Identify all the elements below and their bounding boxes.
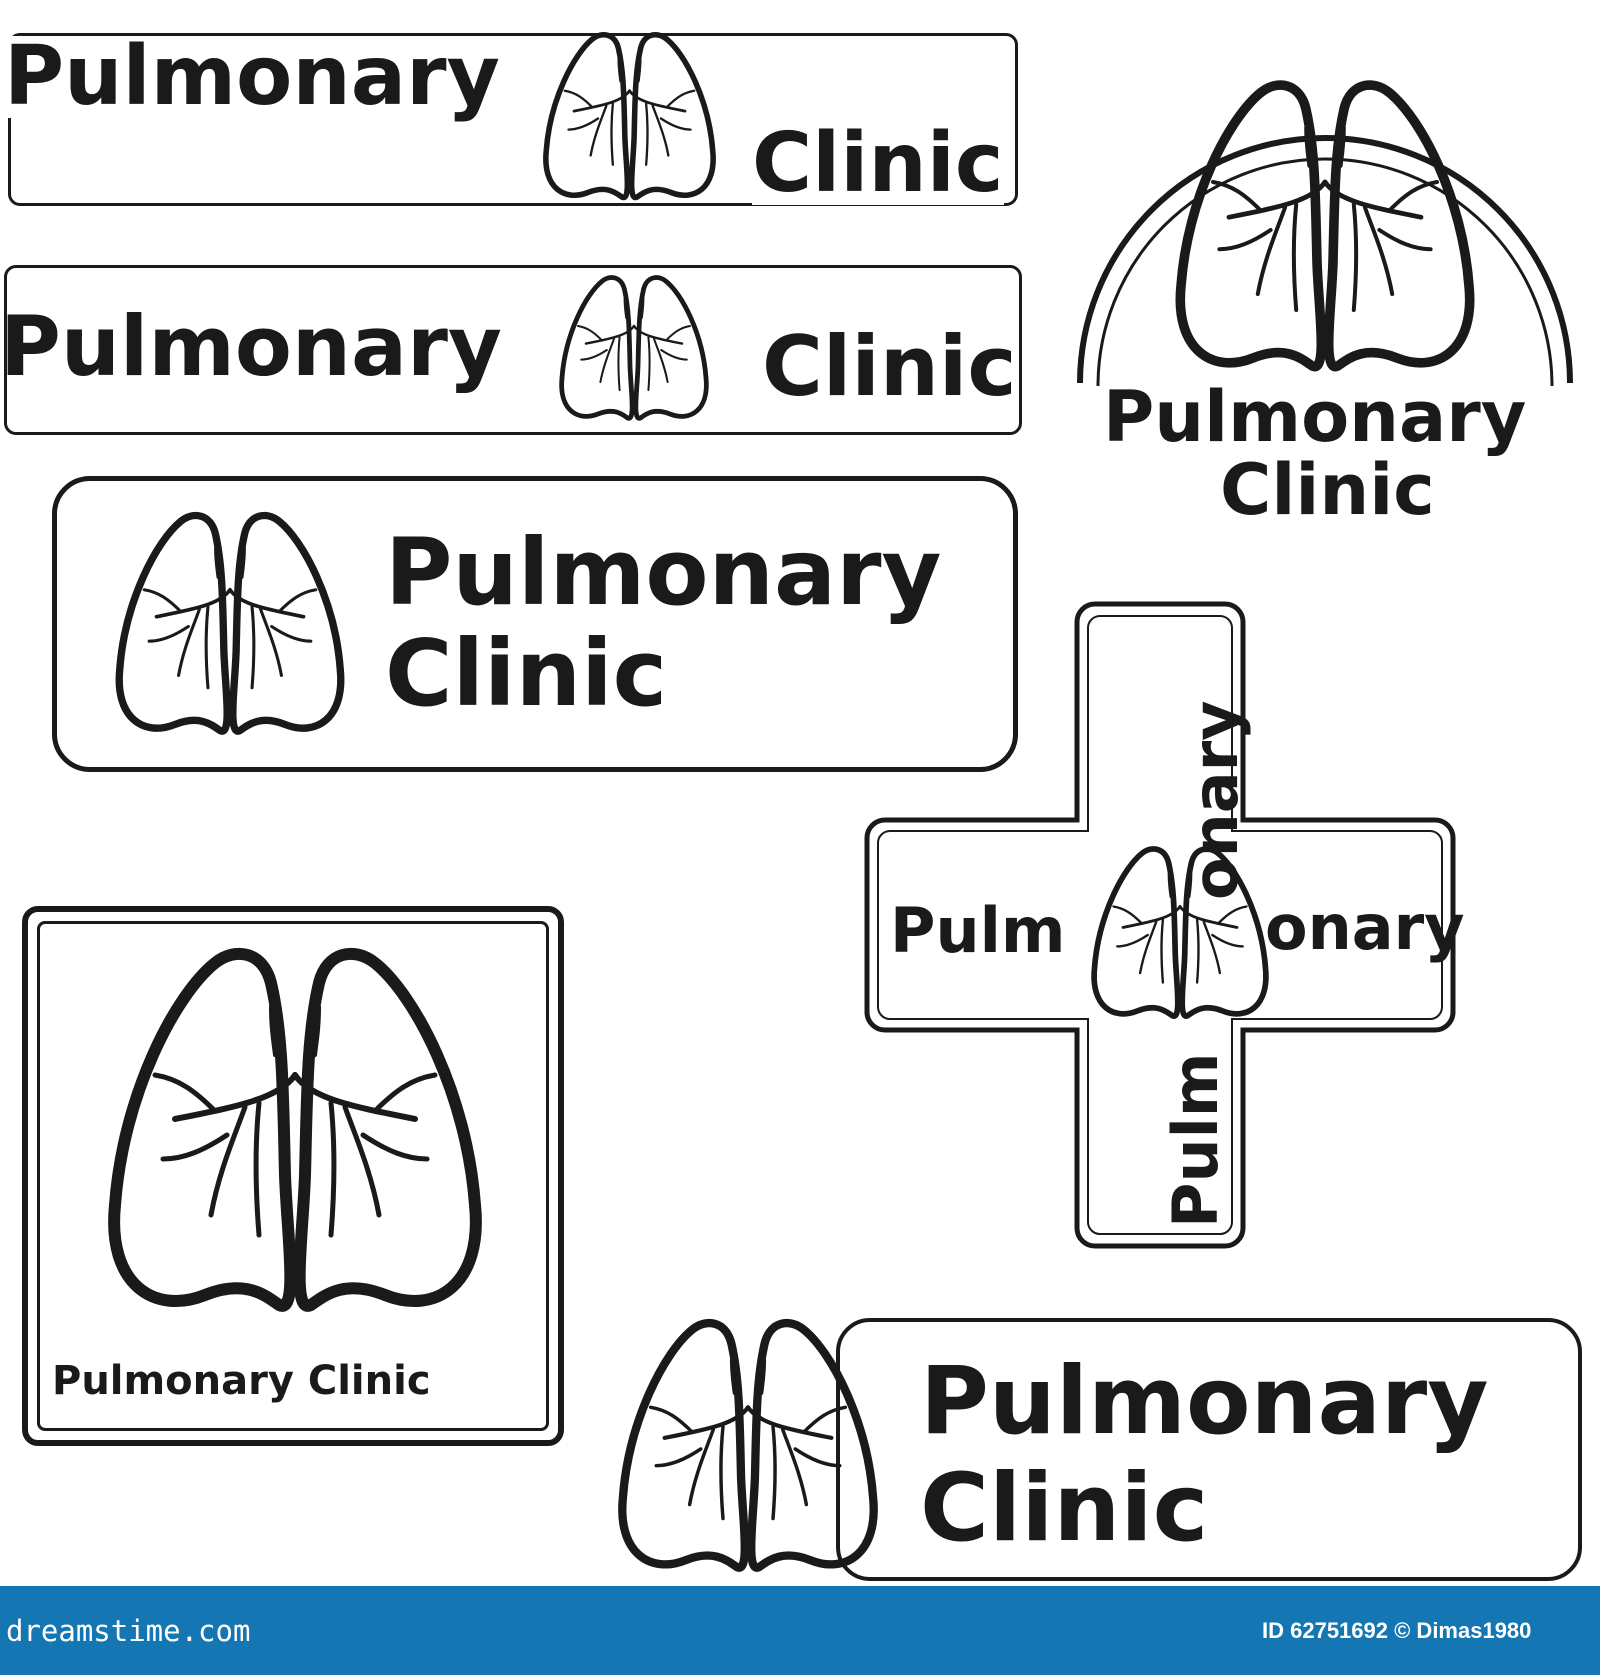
lungs-icon [548, 270, 720, 430]
lungs-icon [70, 935, 520, 1335]
lungs-icon [522, 26, 737, 211]
logo7-word-clinic: Clinic [920, 1454, 1209, 1563]
logo6-bottom-text: Pulm [1159, 1052, 1232, 1228]
logo3-word-clinic: Clinic [1220, 449, 1435, 531]
logo6-cross [864, 601, 1456, 1249]
logo7-word-pulmonary: Pulmonary [920, 1347, 1489, 1456]
footer-image-id: ID 62751692 © Dimas1980 [1262, 1618, 1532, 1643]
logo5-text: Pulmonary Clinic [52, 1358, 431, 1404]
logo2-frame [4, 265, 1022, 435]
logo6-top-text: onary [1179, 700, 1252, 900]
logo3-arc [1077, 135, 1573, 387]
footer-bar [0, 1586, 1600, 1675]
logo1-word-clinic: Clinic [752, 116, 1004, 211]
logo6-left-text: Pulm [890, 894, 1066, 967]
logo6-right-text: onary [1265, 891, 1465, 964]
logo5-frame-inner [37, 921, 549, 1431]
lungs-icon [85, 504, 375, 749]
logo1-word-pulmonary: Pulmonary [4, 36, 506, 118]
logo4-word-clinic: Clinic [385, 620, 668, 727]
lungs-icon [588, 1310, 908, 1588]
logo2-word-pulmonary: Pulmonary [0, 298, 503, 395]
lungs-icon [1140, 70, 1510, 390]
footer-brand: dreamstime.com [6, 1614, 251, 1648]
logo3-word-pulmonary: Pulmonary [1103, 376, 1527, 458]
logo2-word-clinic: Clinic [762, 318, 1017, 415]
logo4-word-pulmonary: Pulmonary [385, 519, 942, 626]
logo7-frame [836, 1318, 1582, 1581]
